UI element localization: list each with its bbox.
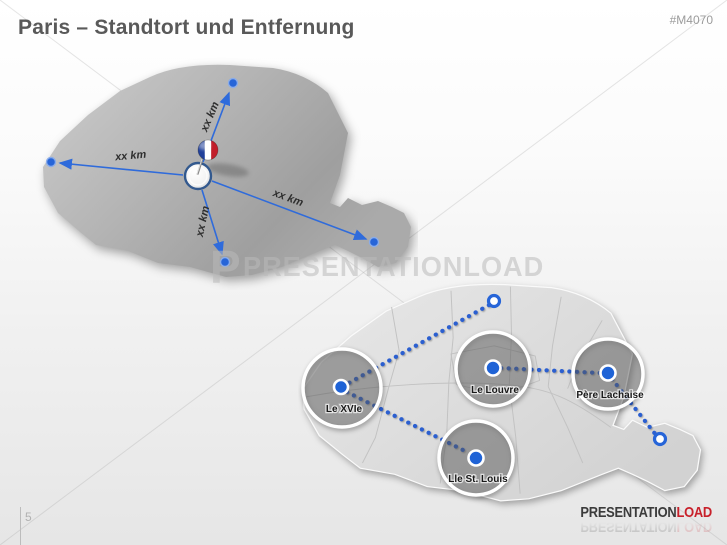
watermark-logo-icon: P (210, 241, 241, 293)
endpoint-dot-west (45, 156, 57, 168)
template-code: #M4070 (669, 13, 713, 27)
location-dot-xvie (332, 378, 350, 396)
dotted-connectors (344, 302, 659, 456)
marker-shadow (207, 163, 249, 177)
locations-map: Le XVIe Le Louvre Père Lachaise Lle St. … (301, 283, 702, 502)
french-flag-pin-icon (198, 140, 218, 160)
endpoint-dots (45, 77, 380, 268)
connector-louvre-to-lachaise (498, 365, 603, 376)
location-dot-lachaise (599, 364, 617, 382)
endpoint-ring-north (486, 293, 502, 309)
location-label-xvie: Le XVIe (326, 404, 363, 415)
paris-district-map (302, 283, 702, 502)
brand-logo-accent: LOAD (676, 504, 712, 521)
location-dots (332, 359, 617, 467)
page-title: Paris – Standtort und Entfernung (18, 16, 355, 39)
brand-logo-primary: PRESENTATION (580, 504, 677, 521)
endpoint-dot-southeast (368, 236, 380, 248)
arrow-southeast (211, 180, 368, 241)
center-marker (183, 139, 249, 191)
endpoint-rings (486, 293, 668, 447)
distance-label-west: xx km (114, 149, 147, 164)
location-dot-stlouis (467, 449, 485, 467)
watermark: P PRESENTATIONLOAD (210, 241, 553, 293)
location-label-lachaise: Père Lachaise (576, 390, 644, 401)
endpoint-dot-south (219, 256, 231, 268)
location-label-stlouis: Lle St. Louis (448, 474, 508, 485)
arrondissement-borders (306, 286, 612, 494)
brand-logo-reflection: PRESENTATIONLOAD (580, 518, 712, 535)
page-number: 5 (25, 510, 32, 524)
arrow-south (201, 189, 224, 256)
location-dot-louvre (484, 359, 502, 377)
connector-xvie-to-stlouis (344, 389, 472, 456)
endpoint-ring-southeast (652, 431, 668, 447)
location-label-louvre: Le Louvre (471, 385, 519, 396)
brand-logo: PRESENTATIONLOAD (580, 504, 712, 521)
distance-map: xx km xx km xx km xx km (43, 64, 411, 277)
connector-lachaise-to-southeast (609, 376, 659, 438)
connector-north-to-xvie (344, 302, 492, 387)
arrow-west (58, 158, 184, 176)
watermark-text: PRESENTATIONLOAD (242, 251, 544, 282)
endpoint-dot-north (227, 77, 239, 89)
footer-divider-line (20, 507, 21, 545)
